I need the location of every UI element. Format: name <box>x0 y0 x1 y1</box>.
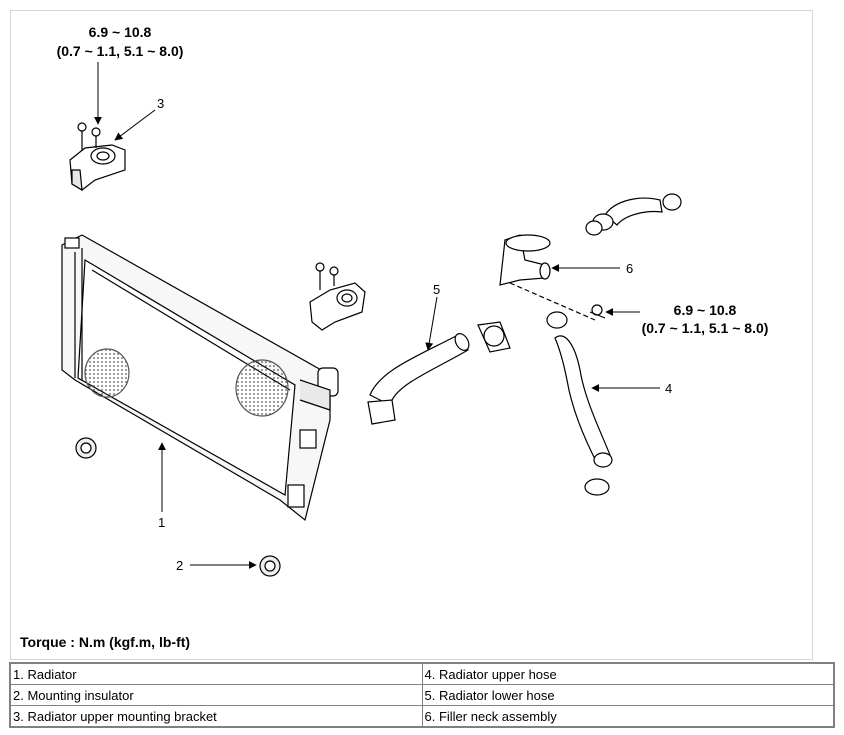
torque-spec-right-range: (0.7 ~ 1.1, 5.1 ~ 8.0) <box>642 320 769 336</box>
upper-hose-top-section <box>585 193 682 236</box>
torque-unit-label: Torque : N.m (kgf.m, lb-ft) <box>20 634 191 650</box>
legend-item-mounting-insulator: 2. Mounting insulator <box>9 684 423 706</box>
legend-item-radiator: 1. Radiator <box>9 662 423 685</box>
legend-item-upper-bracket: 3. Radiator upper mounting bracket <box>9 705 423 728</box>
radiator-upper-hose <box>546 311 613 496</box>
callout-4: 4 <box>665 381 672 396</box>
mounting-insulator-left <box>75 437 97 459</box>
legend-item-filler-neck: 6. Filler neck assembly <box>421 705 835 728</box>
torque-spec-top-range: (0.7 ~ 1.1, 5.1 ~ 8.0) <box>57 43 184 59</box>
legend-row: 2. Mounting insulator 5. Radiator lower … <box>9 684 835 706</box>
filler-neck-assembly <box>499 234 596 321</box>
torque-spec-right-value: 6.9 ~ 10.8 <box>674 302 737 318</box>
legend-row: 1. Radiator 4. Radiator upper hose <box>9 662 835 685</box>
callout-2: 2 <box>176 558 183 573</box>
radiator <box>61 234 339 522</box>
parts-legend-table: 1. Radiator 4. Radiator upper hose 2. Mo… <box>9 662 835 728</box>
callout-1: 1 <box>158 515 165 530</box>
radiator-exploded-diagram: 6.9 ~ 10.8 (0.7 ~ 1.1, 5.1 ~ 8.0) 6.9 ~ … <box>57 24 769 577</box>
callout-5: 5 <box>433 282 440 297</box>
legend-item-upper-hose: 4. Radiator upper hose <box>421 662 835 685</box>
filler-neck-bolt <box>589 304 606 319</box>
radiator-lower-hose <box>367 321 511 425</box>
callout-6: 6 <box>626 261 633 276</box>
torque-spec-top-value: 6.9 ~ 10.8 <box>89 24 152 40</box>
diagram-frame <box>10 10 813 660</box>
callout-3: 3 <box>157 96 164 111</box>
mounting-insulator <box>259 555 281 577</box>
legend-item-lower-hose: 5. Radiator lower hose <box>421 684 835 706</box>
upper-mounting-bracket <box>69 122 126 192</box>
mounting-bracket-middle <box>309 262 366 331</box>
legend-row: 3. Radiator upper mounting bracket 6. Fi… <box>9 705 835 728</box>
